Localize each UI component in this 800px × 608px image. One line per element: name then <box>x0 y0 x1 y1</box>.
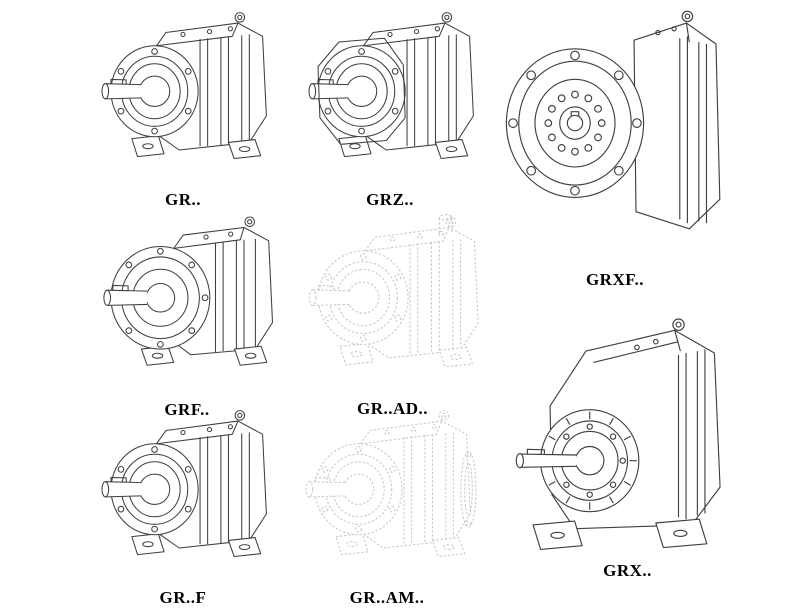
gearbox-drawing-gr-ad <box>295 214 490 395</box>
gearbox-drawing-grxf <box>490 4 740 266</box>
gearbox-label-grx: GRX.. <box>603 561 652 580</box>
gearbox-drawing-gr-am <box>292 404 477 584</box>
gearbox-figure-grxf: GRXF.. <box>490 4 740 290</box>
gearbox-drawing-gr <box>88 6 278 186</box>
gearbox-figure-gr-f: GR..F <box>88 404 278 608</box>
gearbox-drawing-grx <box>495 302 760 557</box>
gearbox-drawing-gr-f <box>88 404 278 584</box>
gearbox-figure-gr-ad: GR..AD.. <box>295 210 490 419</box>
motor-adapter-flange <box>460 450 477 528</box>
gearbox-figure-grz: GRZ.. <box>295 6 485 210</box>
gearbox-figure-gr: GR.. <box>88 6 278 210</box>
gearbox-label-gr-ad: GR..AD.. <box>356 399 429 418</box>
gearbox-figure-gr-am: GR..AM.. <box>292 404 482 608</box>
gearbox-label-gr-am: GR..AM.. <box>349 588 425 607</box>
gearbox-label-grz: GRZ.. <box>366 190 414 209</box>
input-shaft-stub <box>438 214 453 234</box>
gearbox-figure-grx: GRX.. <box>495 302 760 581</box>
gearbox-drawing-grf <box>92 210 282 396</box>
gearbox-label-grf: GRF.. <box>164 400 210 419</box>
gearbox-drawing-grz <box>295 6 485 186</box>
gearbox-label-grxf: GRXF.. <box>585 270 645 289</box>
gearbox-label-gr-f: GR..F <box>159 588 207 607</box>
gearbox-label-gr: GR.. <box>165 190 201 209</box>
gearbox-figure-grf: GRF.. <box>92 210 282 420</box>
